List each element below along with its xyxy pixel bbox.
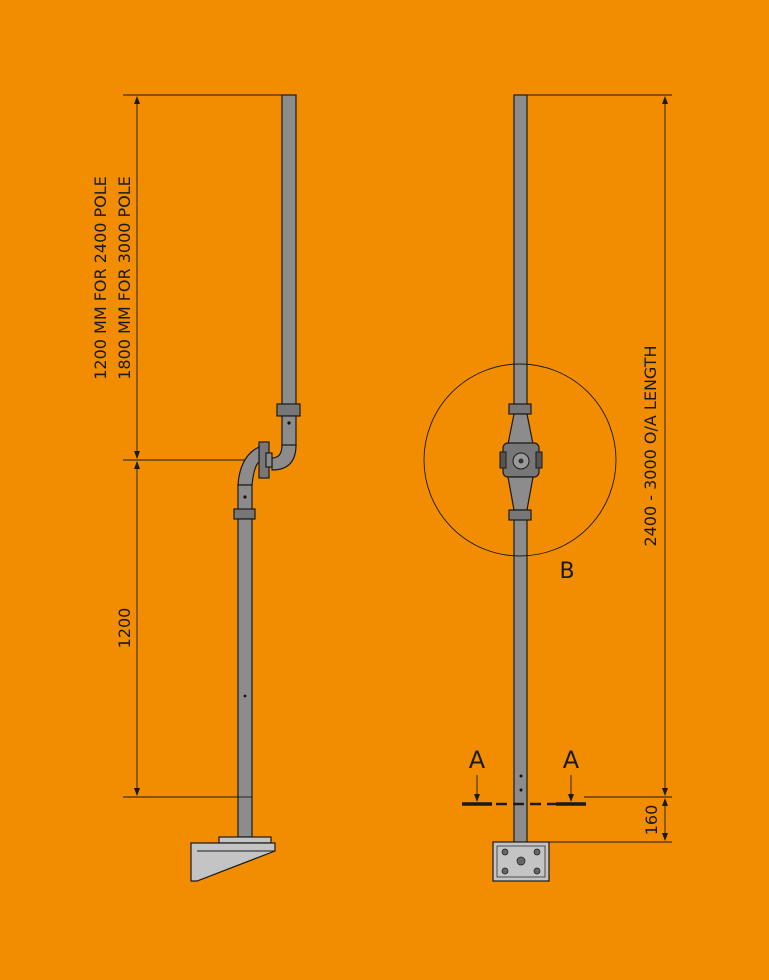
side-upper-bolt [287,421,291,425]
side-flange-boss [265,452,273,468]
front-overall-dimension: 2400 - 3000 O/A LENGTH 160 [526,94,672,843]
front-overall-dimension-text: 2400 - 3000 O/A LENGTH [641,345,660,546]
side-pole-hole [243,694,247,698]
front-base-bolt-br [533,867,541,875]
side-lower-dimension: 1200 [115,461,240,798]
side-upper-collar [276,403,301,417]
side-view: 1200 MM FOR 2400 POLE 1800 MM FOR 3000 P… [91,94,301,882]
side-upper-pole-stub [281,415,297,447]
side-lower-dimension-text: 1200 [115,608,134,649]
side-lower-pole [237,518,253,838]
side-lower-collar [233,508,256,520]
section-label-left: A [469,746,486,774]
front-joint-lug-right [535,451,543,469]
front-base-plate-inner [496,845,546,878]
front-upper-collar [508,403,532,415]
front-lower-collar [508,509,532,521]
front-joint-lug-left [499,451,507,469]
side-lower-bend [237,446,260,486]
front-base-bolt-bl [501,867,509,875]
section-label-right: A [563,746,580,774]
front-view: 2400 - 3000 O/A LENGTH 160 B [423,94,672,882]
section-a-a: A A [462,746,586,806]
front-joint-upper-taper [507,413,534,445]
detail-label-b: B [559,559,574,584]
side-upper-dimension-text-2: 1800 MM FOR 3000 POLE [115,176,134,380]
front-joint-lower-taper [507,476,534,511]
front-pole-hole-1 [519,774,523,778]
front-base-bolt-tl [501,848,509,856]
side-base-top-plate [218,836,272,844]
side-base-bracket [190,842,276,882]
front-base-bolt-center [516,856,526,866]
detail-circle-b [423,363,617,557]
side-upper-dimension-text-1: 1200 MM FOR 2400 POLE [91,176,110,380]
side-elbow [271,444,297,471]
side-upper-dimension: 1200 MM FOR 2400 POLE 1800 MM FOR 3000 P… [91,94,296,461]
front-pole-hole-2 [519,788,523,792]
front-joint-pivot-bolt [518,458,524,464]
front-base-bolt-tr [533,848,541,856]
side-upper-pole [281,94,297,406]
side-lower-bolt [243,495,247,499]
front-base-dimension-text: 160 [642,805,661,836]
